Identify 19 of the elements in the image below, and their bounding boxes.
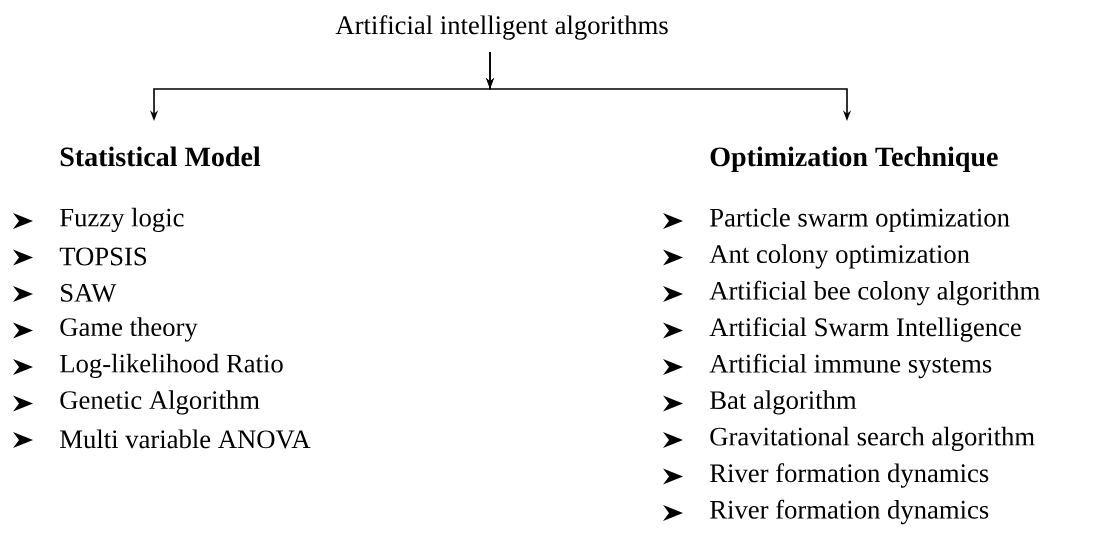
- list-item: Ant colony optimization: [709, 244, 970, 269]
- list-item: Artificial bee colony algorithm: [709, 280, 1040, 306]
- list-item: Fuzzy logic: [60, 207, 184, 233]
- list-item: River formation dynamics: [710, 463, 989, 488]
- list-item: Gravitational search algorithm: [710, 426, 1035, 452]
- list-item: Genetic Algorithm: [60, 390, 260, 415]
- list-item: Artificial Swarm Intelligence: [709, 317, 1021, 342]
- list-item: Log-likelihood Ratio: [60, 353, 283, 379]
- title: Artificial intelligent algorithms: [335, 15, 668, 40]
- list-item: Particle swarm optimization: [710, 207, 1010, 233]
- list-item: Artificial immune systems: [709, 353, 992, 379]
- list-item: TOPSIS: [59, 247, 147, 266]
- list-item: Bat algorithm: [710, 390, 857, 415]
- list-item: River formation dynamics: [710, 499, 989, 525]
- list-item: Multi variable ANOVA: [60, 429, 311, 449]
- heading: Optimization Technique: [710, 146, 998, 172]
- list-item: Game theory: [60, 317, 198, 342]
- heading: Statistical Model: [60, 146, 261, 167]
- list-item: SAW: [61, 283, 117, 302]
